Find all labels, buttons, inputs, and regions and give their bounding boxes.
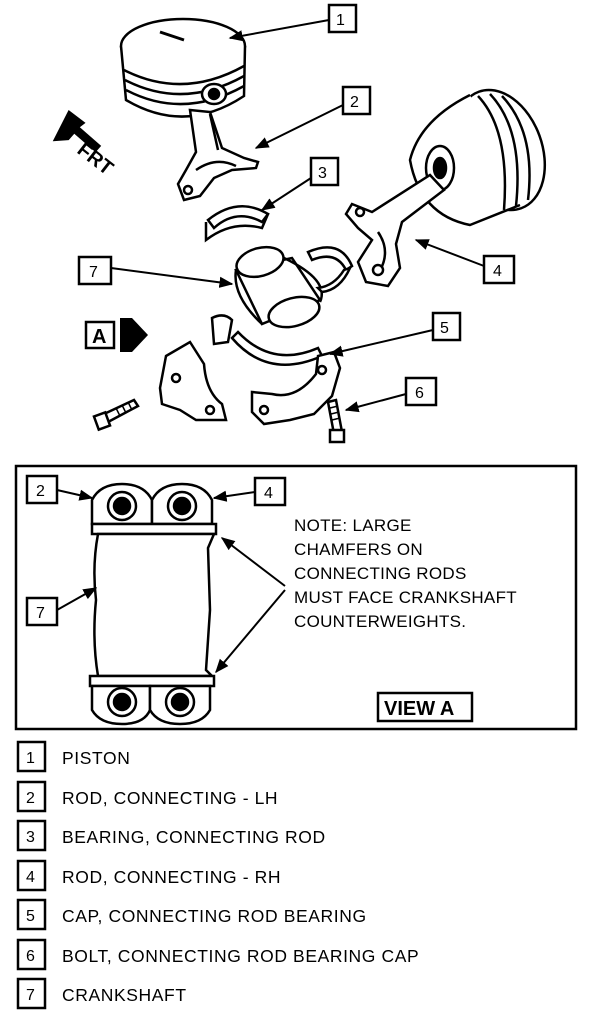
svg-text:2: 2 — [350, 94, 359, 111]
legend-item-4: 4 ROD, CONNECTING - RH — [16, 859, 281, 892]
view-a-callout-2: 2 — [36, 483, 45, 500]
bearing-cap-left — [158, 340, 228, 422]
svg-text:2: 2 — [26, 790, 35, 807]
svg-text:5: 5 — [26, 908, 35, 925]
legend-item-5: 5 CAP, CONNECTING ROD BEARING — [16, 898, 367, 931]
connecting-rod-rh — [344, 173, 446, 288]
front-direction-arrow: FRT — [52, 110, 117, 180]
callout-1: 1 — [228, 3, 358, 42]
note-line-2: CHAMFERS ON — [294, 540, 423, 559]
note-line-1: NOTE: LARGE — [294, 516, 412, 535]
callout-6: 6 — [344, 376, 438, 413]
bearing-cap-right — [250, 350, 342, 426]
svg-text:CRANKSHAFT: CRANKSHAFT — [62, 985, 187, 1005]
svg-text:4: 4 — [26, 869, 35, 886]
note-line-4: MUST FACE CRANKSHAFT — [294, 588, 517, 607]
svg-text:3: 3 — [318, 165, 327, 182]
legend-item-2: 2 ROD, CONNECTING - LH — [16, 780, 278, 813]
connecting-rod-lh — [176, 108, 260, 202]
bolt-right — [326, 398, 346, 444]
front-label: FRT — [73, 139, 117, 180]
svg-text:4: 4 — [493, 263, 502, 280]
view-a-title: VIEW A — [384, 698, 454, 720]
view-a-marker-letter: A — [92, 326, 106, 348]
svg-text:5: 5 — [440, 320, 449, 337]
legend-item-3: 3 BEARING, CONNECTING ROD — [16, 819, 326, 852]
svg-text:ROD, CONNECTING - RH: ROD, CONNECTING - RH — [62, 867, 281, 887]
callout-4: 4 — [414, 239, 516, 285]
view-a-callout-7: 7 — [36, 605, 45, 622]
view-a-rod-top-left — [90, 482, 154, 526]
view-a-rod-top-right — [150, 482, 214, 526]
bolt-left — [92, 398, 140, 432]
view-a-callout-4: 4 — [264, 485, 273, 502]
crankshaft-journal — [234, 245, 323, 329]
svg-text:6: 6 — [26, 948, 35, 965]
note-line-3: CONNECTING RODS — [294, 564, 467, 583]
piston-lh — [119, 17, 247, 118]
legend-item-7: 7 CRANKSHAFT — [16, 977, 187, 1010]
svg-text:ROD, CONNECTING - LH: ROD, CONNECTING - LH — [62, 788, 278, 808]
svg-text:1: 1 — [336, 12, 345, 29]
callout-7: 7 — [77, 255, 234, 288]
legend: 1 PISTON 2 ROD, CONNECTING - LH 3 BEARIN… — [16, 740, 419, 1010]
legend-item-6: 6 BOLT, CONNECTING ROD BEARING CAP — [16, 938, 419, 971]
svg-text:PISTON: PISTON — [62, 748, 130, 768]
legend-item-1: 1 PISTON — [16, 740, 130, 773]
svg-text:6: 6 — [415, 385, 424, 402]
svg-text:3: 3 — [26, 829, 35, 846]
svg-text:7: 7 — [89, 264, 98, 281]
note-line-5: COUNTERWEIGHTS. — [294, 612, 466, 631]
piston-rh — [408, 88, 547, 227]
svg-text:1: 1 — [26, 750, 35, 767]
bearing-right — [306, 246, 354, 294]
view-a-crankshaft — [93, 532, 216, 678]
view-a-rod-bottom-left — [90, 684, 152, 726]
callout-5: 5 — [328, 311, 462, 357]
view-a-marker: A — [84, 318, 148, 352]
bearing-upper — [204, 205, 270, 243]
svg-text:BEARING, CONNECTING ROD: BEARING, CONNECTING ROD — [62, 827, 326, 847]
bearing-lower — [210, 314, 324, 366]
view-a-panel: 2 4 7 NOTE: LARGE CHAMFERS ON CONNECTING… — [14, 464, 578, 731]
view-a-rod-bottom-right — [148, 684, 212, 726]
callout-2: 2 — [254, 85, 372, 149]
svg-text:7: 7 — [26, 987, 35, 1004]
svg-text:BOLT, CONNECTING ROD BEARING C: BOLT, CONNECTING ROD BEARING CAP — [62, 946, 419, 966]
callout-3: 3 — [260, 156, 340, 211]
svg-text:CAP, CONNECTING ROD BEARING: CAP, CONNECTING ROD BEARING — [62, 906, 367, 926]
